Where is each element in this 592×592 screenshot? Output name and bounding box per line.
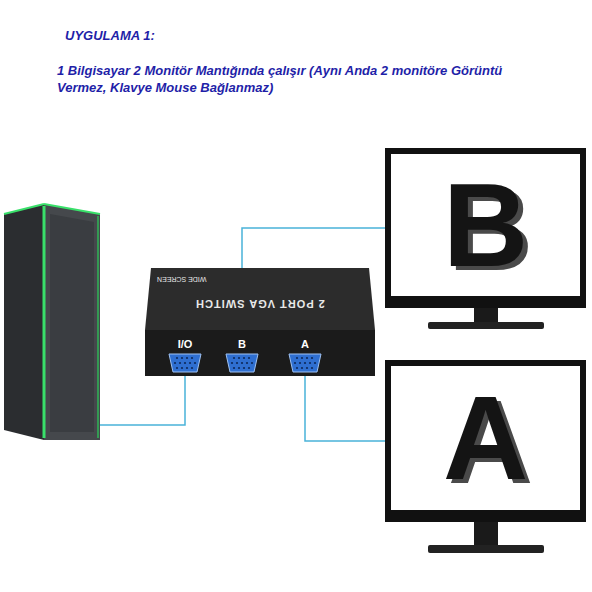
device-label: 2 PORT VGA SWITCH	[145, 298, 375, 310]
pin-hole	[174, 362, 176, 364]
pin-hole	[311, 357, 313, 359]
pin-hole	[304, 362, 306, 364]
note-text: 1 Bilgisayar 2 Monitör Mantığında çalışı…	[57, 62, 547, 96]
pin-hole	[233, 357, 235, 359]
vga-port: A	[282, 338, 328, 374]
pin-hole	[194, 362, 196, 364]
pin-hole	[243, 357, 245, 359]
pin-hole	[301, 357, 303, 359]
pin-hole	[186, 357, 188, 359]
pin-hole	[186, 367, 188, 369]
pin-hole	[181, 367, 183, 369]
vga-connector-shell	[226, 354, 258, 372]
vga-connector	[288, 353, 322, 373]
port-label: A	[282, 338, 328, 351]
pin-hole	[241, 362, 243, 364]
switch-top-face	[145, 268, 375, 330]
pin-hole	[184, 362, 186, 364]
port-label: I/O	[162, 338, 208, 351]
pin-hole	[306, 367, 308, 369]
pin-hole	[191, 357, 193, 359]
monitor-screen: A	[385, 360, 586, 522]
pin-hole	[314, 362, 316, 364]
vga-switch-box: 2 PORT VGA SWITCH WIDE SCREEN I/O B A	[145, 268, 375, 376]
vga-cable	[100, 376, 185, 425]
pin-hole	[233, 367, 235, 369]
pin-hole	[243, 367, 245, 369]
vga-port: I/O	[162, 338, 208, 374]
monitor-screen: B	[385, 148, 586, 308]
switch-front-face	[145, 330, 375, 376]
pin-hole	[296, 367, 298, 369]
pin-hole	[176, 367, 178, 369]
monitor-stand	[428, 308, 544, 329]
pin-hole	[179, 362, 181, 364]
pin-hole	[248, 367, 250, 369]
pc-tower	[4, 204, 100, 440]
vga-cable	[305, 374, 385, 441]
pin-hole	[309, 362, 311, 364]
title-text: UYGULAMA 1:	[65, 27, 155, 44]
pin-hole	[296, 357, 298, 359]
vga-connector	[225, 353, 259, 373]
vga-connector-shell	[169, 354, 201, 372]
device-sublabel: WIDE SCREEN	[157, 276, 206, 283]
port-label: B	[219, 338, 265, 351]
pin-hole	[236, 362, 238, 364]
pin-hole	[176, 357, 178, 359]
monitor-stand	[428, 522, 544, 553]
pin-hole	[311, 367, 313, 369]
pin-hole	[301, 367, 303, 369]
pin-hole	[181, 357, 183, 359]
vga-port: B	[219, 338, 265, 374]
pin-hole	[189, 362, 191, 364]
pin-hole	[231, 362, 233, 364]
screen-letter: B	[443, 166, 528, 284]
vga-connector	[168, 353, 202, 373]
pin-hole	[191, 367, 193, 369]
pin-hole	[306, 357, 308, 359]
pin-hole	[246, 362, 248, 364]
pin-hole	[248, 357, 250, 359]
screen-letter: A	[443, 379, 528, 497]
pin-hole	[238, 357, 240, 359]
vga-connector-shell	[289, 354, 321, 372]
pin-hole	[294, 362, 296, 364]
pin-hole	[251, 362, 253, 364]
pin-hole	[238, 367, 240, 369]
pin-hole	[299, 362, 301, 364]
